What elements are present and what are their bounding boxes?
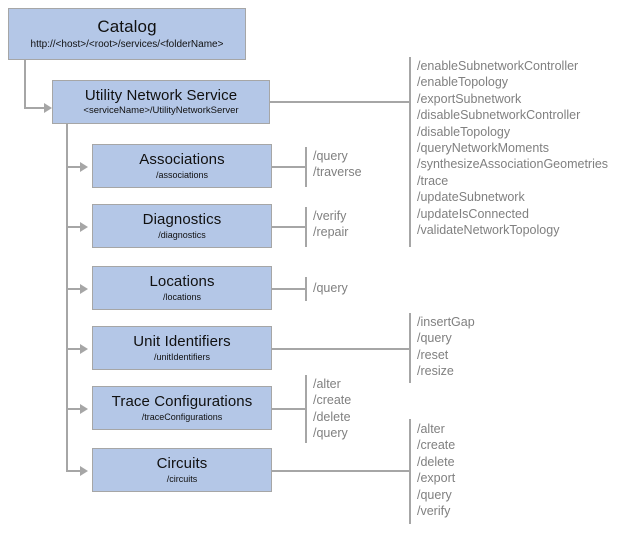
ops-list-locations: /query [313,280,348,296]
node-locations[interactable]: Locations /locations [92,266,272,310]
node-diagnostics-title: Diagnostics [142,210,222,228]
op-item: /exportSubnetwork [417,91,522,106]
connector-branch-associations [66,166,82,168]
op-item: /updateIsConnected [417,206,529,221]
op-item: /alter [417,422,445,436]
node-locations-title: Locations [149,272,215,290]
connector-branch-locations [66,288,82,290]
op-item: /validateNetworkTopology [417,223,560,238]
op-item: /enableTopology [417,75,509,90]
op-item: /query [417,331,452,346]
arrowhead-catalog-to-service [44,103,52,113]
op-item: /create [313,393,352,408]
connector-unit-identifiers-to-ops [272,348,409,350]
op-item: /synthesizeAssociationGeometries [417,157,609,172]
op-item: /updateSubnetwork [417,190,525,205]
connector-locations-to-ops [272,288,305,290]
op-item: /traverse [313,165,362,180]
ops-bar-trace-configurations [305,375,307,443]
node-associations[interactable]: Associations /associations [92,144,272,188]
op-item: /export [417,471,456,486]
ops-bar-associations [305,147,307,187]
op-item: /disableSubnetworkController [417,108,581,123]
ops-bar-service [409,57,411,247]
ops-list-service: /enableSubnetworkController /enableTopol… [417,58,608,238]
node-associations-subtitle: /associations [155,169,209,180]
op-item: /create [417,438,456,453]
op-item: /queryNetworkMoments [417,141,549,156]
connector-branch-circuits [66,470,82,472]
node-trace-configurations[interactable]: Trace Configurations /traceConfiguration… [92,386,272,430]
op-item: /query [313,149,348,163]
connector-catalog-to-service [24,107,46,109]
op-item: /query [313,281,348,295]
op-item: /insertGap [417,315,475,329]
op-item: /query [417,487,452,502]
ops-bar-locations [305,277,307,301]
op-item: /delete [313,409,351,424]
arrowhead-diagnostics [80,222,88,232]
arrowhead-circuits [80,466,88,476]
connector-branch-diagnostics [66,226,82,228]
node-associations-title: Associations [139,150,225,168]
node-utility-network-service-subtitle: <serviceName>/UtilityNetworkServer [83,105,239,117]
node-circuits[interactable]: Circuits /circuits [92,448,272,492]
node-circuits-subtitle: /circuits [166,473,198,484]
op-item: /disableTopology [417,124,511,139]
ops-list-circuits: /alter /create /delete /export /query /v… [417,421,455,519]
connector-associations-to-ops [272,166,305,168]
node-circuits-title: Circuits [156,454,208,472]
node-unit-identifiers-title: Unit Identifiers [133,332,231,350]
ops-list-unit-identifiers: /insertGap /query /reset /resize [417,314,475,380]
ops-bar-diagnostics [305,207,307,247]
op-item: /query [313,426,348,441]
node-unit-identifiers-subtitle: /unitIdentifiers [153,351,211,362]
connector-service-to-ops [270,101,409,103]
arrowhead-locations [80,284,88,294]
connector-branch-unit-identifiers [66,348,82,350]
node-trace-configurations-subtitle: /traceConfigurations [141,411,223,422]
op-item: /delete [417,454,455,469]
node-utility-network-service-title: Utility Network Service [84,86,238,104]
op-item: /reset [417,347,449,362]
connector-circuits-to-ops [272,470,409,472]
arrowhead-unit-identifiers [80,344,88,354]
connector-trace-configurations-to-ops [272,408,305,410]
op-item: /enableSubnetworkController [417,59,579,73]
node-utility-network-service[interactable]: Utility Network Service <serviceName>/Ut… [52,80,270,124]
node-catalog[interactable]: Catalog http://<host>/<root>/services/<f… [8,8,246,60]
op-item: /alter [313,377,341,391]
ops-list-trace-configurations: /alter /create /delete /query [313,376,351,442]
connector-diagnostics-to-ops [272,226,305,228]
node-catalog-subtitle: http://<host>/<root>/services/<folderNam… [30,38,224,50]
op-item: /trace [417,173,449,188]
arrowhead-associations [80,162,88,172]
node-unit-identifiers[interactable]: Unit Identifiers /unitIdentifiers [92,326,272,370]
node-diagnostics-subtitle: /diagnostics [158,229,206,240]
node-locations-subtitle: /locations [162,291,202,302]
op-item: /verify [313,209,347,223]
ops-list-diagnostics: /verify /repair [313,208,348,241]
node-trace-configurations-title: Trace Configurations [111,392,253,410]
op-item: /repair [313,225,349,240]
connector-catalog-trunk [24,60,26,108]
ops-list-associations: /query /traverse [313,148,362,181]
arrowhead-trace-configurations [80,404,88,414]
ops-bar-unit-identifiers [409,313,411,383]
node-diagnostics[interactable]: Diagnostics /diagnostics [92,204,272,248]
node-catalog-title: Catalog [97,16,157,36]
connector-service-child-trunk [66,124,68,471]
op-item: /verify [417,504,451,519]
ops-bar-circuits [409,419,411,524]
connector-branch-trace-configurations [66,408,82,410]
op-item: /resize [417,364,454,379]
